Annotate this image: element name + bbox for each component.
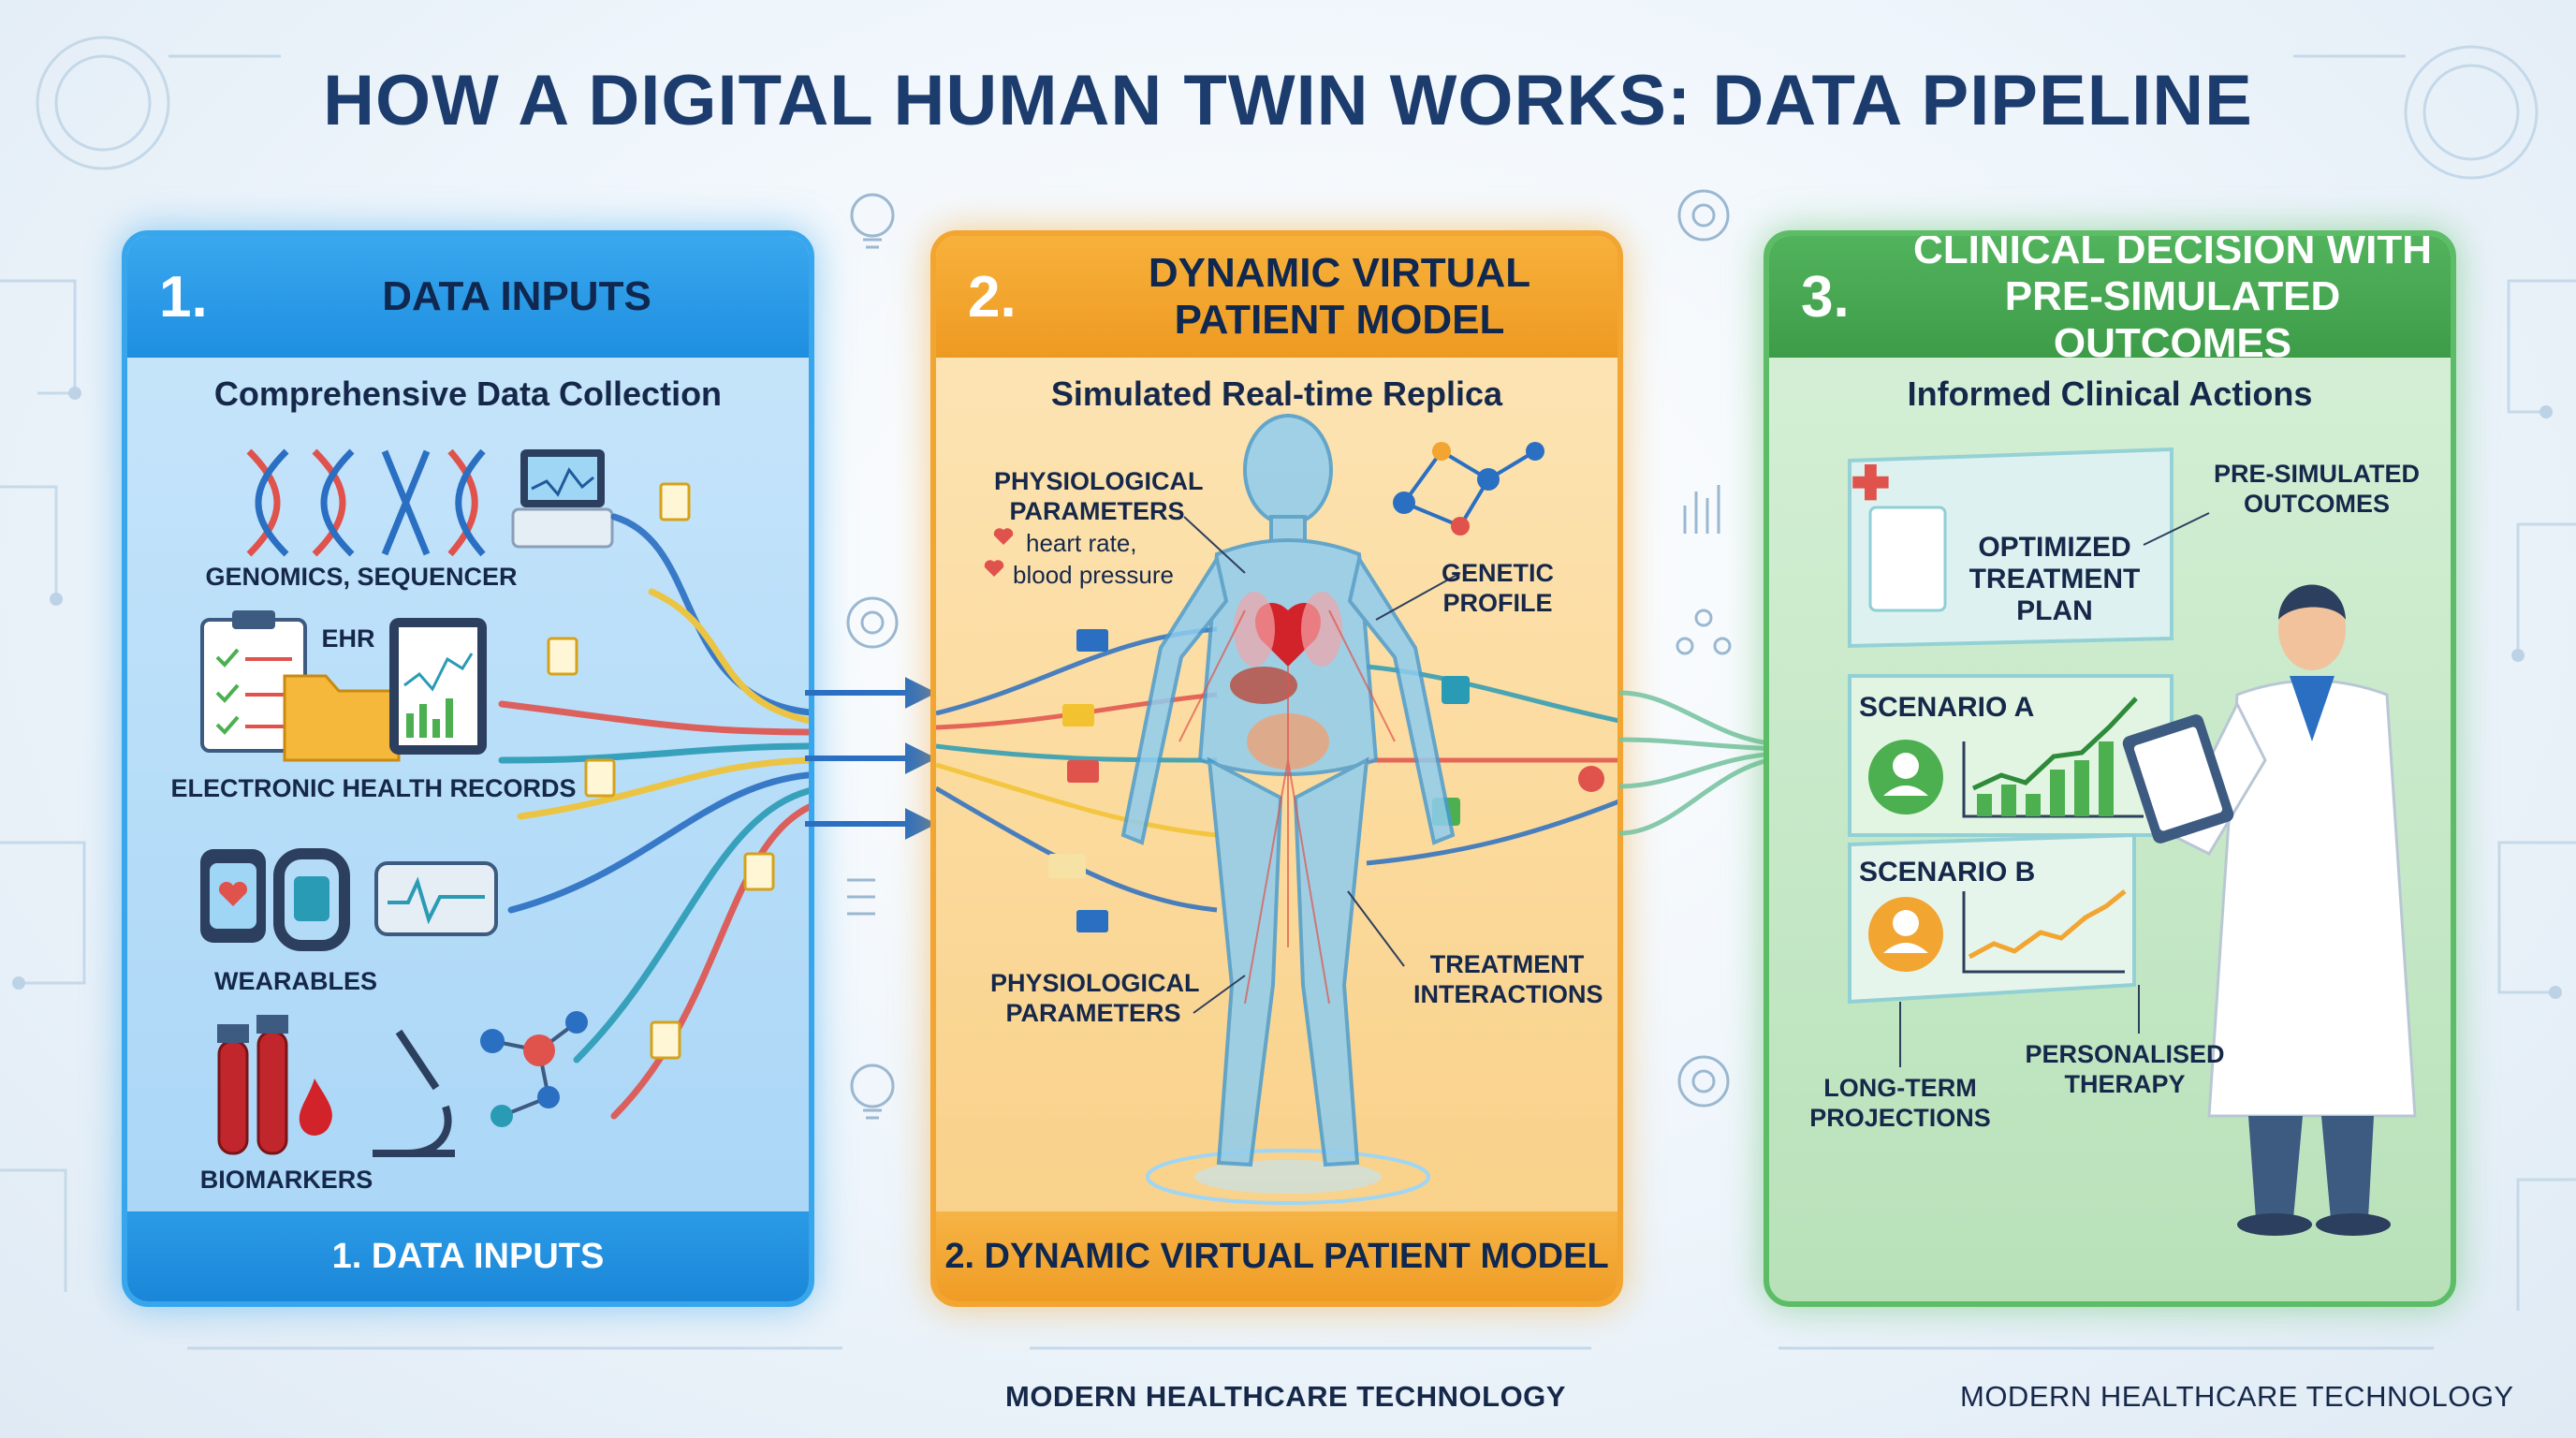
folder-icon	[283, 674, 401, 762]
scenario-a-card	[1848, 674, 2174, 837]
network-nodes	[1393, 442, 1544, 536]
step-number: 1.	[159, 264, 208, 330]
tablet-chart-icon	[389, 618, 487, 755]
panel-header: 2. DYNAMIC VIRTUAL PATIENT MODEL	[936, 236, 1617, 358]
doctor-illustration	[2122, 584, 2417, 1236]
panel-footer: 1. DATA INPUTS	[127, 1211, 809, 1301]
microscope-icon	[373, 1029, 455, 1157]
panel-header: 3. CLINICAL DECISION WITH PRE-SIMULATED …	[1769, 236, 2451, 366]
panel-title: DYNAMIC VIRTUAL PATIENT MODEL	[1148, 250, 1531, 343]
flow-arrows-1	[805, 677, 937, 840]
dna-icon	[246, 448, 486, 557]
molecule-icon	[480, 1011, 588, 1127]
panel-subtitle: Comprehensive Data Collection	[213, 374, 723, 413]
data-inputs-illustration	[200, 448, 809, 1157]
document-icons	[547, 482, 775, 1060]
wearables-label: WEARABLES	[214, 967, 377, 995]
genetic-profile-label: GENETIC PROFILE	[1441, 559, 1554, 617]
personalised-therapy-label: PERSONALISED THERAPY	[2025, 1040, 2225, 1098]
heart-icon	[984, 528, 1014, 577]
network-icon	[1400, 448, 1537, 529]
footer-note-center: MODERN HEALTHCARE TECHNOLOGY	[1005, 1380, 1566, 1413]
panel-title: CLINICAL DECISION WITH PRE-SIMULATED OUT…	[1912, 230, 2433, 366]
scenario-b-card	[1848, 832, 2136, 1005]
data-streams	[498, 513, 809, 1120]
step-number: 3.	[1801, 264, 1850, 330]
blood-tubes-icon	[217, 1015, 332, 1155]
platform-ring	[1146, 1149, 1430, 1205]
heart-rate-label: heart rate,	[1026, 529, 1137, 557]
physio-params-top-label: PHYSIOLOGICAL PARAMETERS	[994, 467, 1204, 525]
optimized-plan-label: OPTIMIZED TREATMENT PLAN	[1969, 532, 2141, 626]
panel-title: DATA INPUTS	[382, 273, 651, 319]
treatment-interactions-label: TREATMENT INTERACTIONS	[1413, 950, 1603, 1008]
physio-params-bottom-label: PHYSIOLOGICAL PARAMETERS	[990, 969, 1200, 1027]
panel-clinical-decision: 3. CLINICAL DECISION WITH PRE-SIMULATED …	[1764, 230, 2456, 1307]
biomarkers-label: BIOMARKERS	[199, 1166, 373, 1194]
ehr-full-label: ELECTRONIC HEALTH RECORDS	[170, 774, 577, 802]
ehr-label: EHR	[321, 624, 375, 653]
genomics-label: GENOMICS, SEQUENCER	[205, 563, 518, 591]
blood-pressure-label: blood pressure	[1013, 561, 1174, 589]
fitness-band-icon	[273, 848, 350, 951]
sequencer-icon	[511, 449, 614, 549]
panel-subtitle: Informed Clinical Actions	[1907, 374, 2313, 413]
monitor-icon	[374, 861, 498, 936]
panel-data-inputs: 1. DATA INPUTS Comprehensive Data Collec…	[122, 230, 814, 1307]
page-title: HOW A DIGITAL HUMAN TWIN WORKS: DATA PIP…	[323, 61, 2253, 140]
scenario-a-label: SCENARIO A	[1859, 692, 2035, 723]
scenario-b-label: SCENARIO B	[1859, 857, 2036, 888]
step-number: 2.	[968, 264, 1017, 330]
optimized-plan-screen	[1848, 447, 2174, 649]
panel-subtitle: Simulated Real-time Replica	[1050, 374, 1503, 413]
clinical-illustration	[1848, 447, 2417, 1236]
smartwatch-icon	[200, 849, 266, 943]
panel-footer: 2. DYNAMIC VIRTUAL PATIENT MODEL	[936, 1211, 1617, 1301]
panel-header: 1. DATA INPUTS	[127, 236, 809, 358]
panel-virtual-patient: 2. DYNAMIC VIRTUAL PATIENT MODEL Simulat…	[930, 230, 1623, 1307]
pre-simulated-outcomes-label: PRE-SIMULATED OUTCOMES	[2214, 460, 2420, 518]
virtual-patient-illustration	[936, 414, 1617, 1205]
footer-note-right: MODERN HEALTHCARE TECHNOLOGY	[1960, 1380, 2514, 1413]
long-term-projections-label: LONG-TERM PROJECTIONS	[1809, 1074, 1991, 1132]
